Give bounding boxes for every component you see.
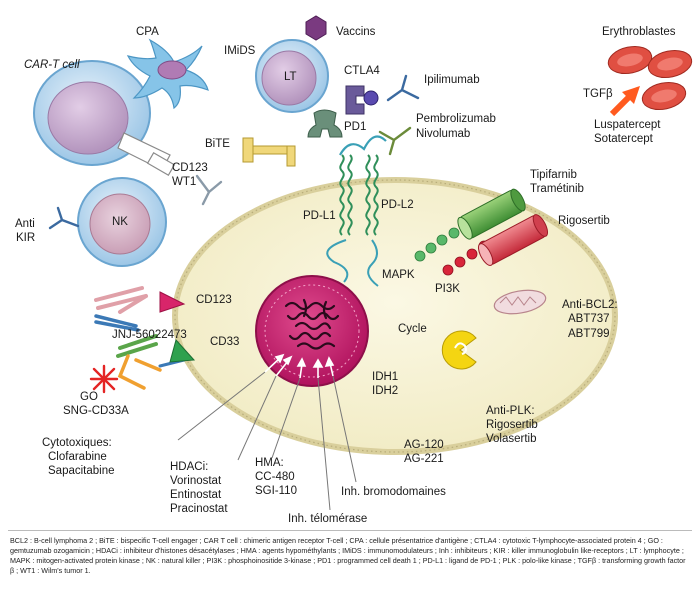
label-entinostat: Entinostat (170, 489, 222, 501)
label-jnj: JNJ-56022473 (112, 329, 187, 341)
label-anti-plk: Anti-PLK: (486, 405, 535, 417)
label-luspatercept: Luspatercept (594, 119, 661, 131)
label-tipifarnib: Tipifarnib (530, 169, 577, 181)
receptor-extracellular (339, 135, 387, 156)
label-inh-bromo: Inh. bromodomaines (341, 486, 446, 498)
pembrolizumab-antibody (378, 126, 412, 156)
leukemic-cell (172, 177, 618, 455)
label-idh2: IDH2 (372, 385, 399, 397)
cycle-icon (441, 330, 477, 370)
ipilimumab-antibody (386, 74, 420, 102)
label-plk-rigosertib: Rigosertib (486, 419, 538, 431)
label-pd-l2: PD-L2 (381, 199, 414, 211)
lt-cell (255, 39, 329, 113)
bite-molecule (242, 137, 296, 167)
label-nk: NK (112, 216, 128, 228)
label-pi3k: PI3K (435, 283, 460, 295)
mitochondrion-icon (493, 289, 547, 315)
label-abt737: ABT737 (568, 313, 610, 325)
label-cycle: Cycle (398, 323, 427, 335)
pd1-receptor (307, 109, 343, 138)
tipifarnib-drug-icon (457, 188, 526, 240)
label-pembrolizumab: Pembrolizumab (416, 113, 496, 125)
vaccine-icon (305, 15, 327, 41)
label-clofarabine: Clofarabine (48, 451, 107, 463)
label-anti-kir-2: KIR (16, 232, 36, 244)
nucleus-arrows (264, 353, 335, 379)
label-sapacitabine: Sapacitabine (48, 465, 115, 477)
pd-l2-receptor (365, 154, 379, 287)
label-pd1: PD1 (344, 121, 367, 133)
label-hdaci: HDACi: (170, 461, 209, 473)
label-ipilimumab: Ipilimumab (424, 74, 480, 86)
label-ag120: AG-120 (404, 439, 444, 451)
ctla4-receptor (345, 85, 379, 115)
go-antibody (116, 334, 196, 390)
nucleus (255, 275, 369, 387)
label-bite: BiTE (205, 138, 230, 150)
label-pracinostat: Pracinostat (170, 503, 228, 515)
label-hma: HMA: (255, 457, 284, 469)
label-erythroblastes: Erythroblastes (602, 26, 676, 38)
label-cd123-top: CD123 (172, 162, 208, 174)
label-inh-telomerase: Inh. télomérase (288, 513, 368, 525)
pd-l1-receptor (326, 154, 353, 283)
car-receptor (117, 132, 176, 177)
label-lt: LT (284, 71, 297, 83)
star-toxin-icon (89, 364, 119, 394)
label-sgi110: SGI-110 (255, 485, 297, 497)
label-imids: IMiDS (224, 45, 256, 57)
label-cc480: CC-480 (255, 471, 295, 483)
label-trametinib: Tramétinib (530, 183, 584, 195)
label-anti-kir-1: Anti (15, 218, 35, 230)
label-cytotoxiques: Cytotoxiques: (42, 437, 112, 449)
nucleus-inner-ring (264, 284, 360, 378)
label-abt799: ABT799 (568, 328, 610, 340)
chromatin-icon (284, 298, 340, 350)
mapk-dots (414, 227, 460, 262)
label-go: GO (80, 391, 98, 403)
label-mapk: MAPK (382, 269, 415, 281)
label-volasertib: Volasertib (486, 433, 537, 445)
label-ctla4: CTLA4 (344, 65, 380, 77)
erythroblast-cells (607, 45, 693, 111)
cpa-cell (126, 38, 209, 110)
label-nivolumab: Nivolumab (416, 128, 471, 140)
nk-cell (77, 177, 167, 267)
label-wt1: WT1 (172, 176, 197, 188)
label-anti-bcl2: Anti-BCL2: (562, 299, 618, 311)
anti-kir-antibody (48, 206, 80, 230)
caption-separator (8, 530, 692, 531)
label-idh1: IDH1 (372, 371, 399, 383)
label-cd33: CD33 (210, 336, 240, 348)
label-cpa: CPA (136, 26, 159, 38)
label-car-t: CAR-T cell (24, 59, 80, 71)
abbreviations-caption: BCL2 : B-cell lymphoma 2 ; BiTE : bispec… (10, 536, 686, 575)
label-pd-l1: PD-L1 (303, 210, 336, 222)
pointer-lines (177, 371, 357, 511)
label-vaccins: Vaccins (336, 26, 376, 38)
label-vorinostat: Vorinostat (170, 475, 222, 487)
label-tgfb: TGFβ (583, 88, 613, 100)
label-sotatercept: Sotatercept (594, 133, 653, 145)
tgfb-arrow-icon (609, 86, 640, 117)
label-rigosertib: Rigosertib (558, 215, 610, 227)
label-sng: SNG-CD33A (63, 405, 129, 417)
label-cd123-side: CD123 (196, 294, 232, 306)
cd123-wt1-antigen (195, 174, 223, 206)
jnj-antibody (94, 286, 186, 332)
cell-membrane-dots (174, 179, 616, 453)
rigosertib-drug-icon (477, 214, 549, 266)
label-ag221: AG-221 (404, 453, 444, 465)
